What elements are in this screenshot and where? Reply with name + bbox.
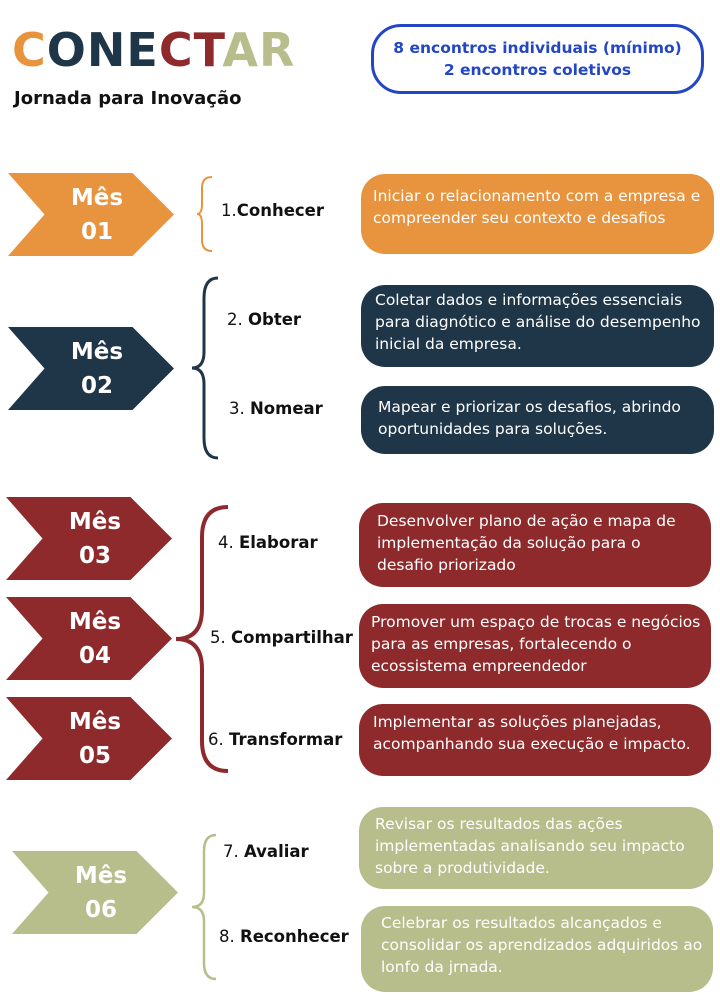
desc-elaborar: Desenvolver plano de ação e mapa de impl… bbox=[359, 503, 711, 587]
step-name: Obter bbox=[248, 310, 302, 329]
step-name: Avaliar bbox=[244, 842, 309, 861]
month-arrow-04: Mês 04 bbox=[6, 597, 172, 680]
step-name: Conhecer bbox=[236, 201, 324, 220]
step-avaliar: 7. Avaliar bbox=[223, 842, 309, 861]
step-number: 5. bbox=[210, 628, 226, 647]
month-label: Mês bbox=[70, 338, 124, 365]
logo-conectar: CONECTAR bbox=[12, 22, 295, 78]
month-number: 04 bbox=[78, 642, 111, 669]
step-number: 7. bbox=[223, 842, 239, 861]
desc-conhecer: Iniciar o relacionamento com a empresa e… bbox=[361, 174, 714, 254]
month-arrow-06: Mês 06 bbox=[12, 851, 178, 934]
badge-line-individual: 8 encontros individuais (mínimo) bbox=[393, 39, 682, 57]
step-name: Transformar bbox=[229, 730, 343, 749]
badge-line-collective: 2 encontros coletivos bbox=[443, 61, 632, 79]
brace-month-01 bbox=[196, 176, 213, 252]
step-number: 4. bbox=[218, 533, 234, 552]
step-name: Reconhecer bbox=[240, 927, 349, 946]
step-name: Elaborar bbox=[239, 533, 318, 552]
step-number: 1. bbox=[221, 201, 237, 220]
desc-nomear: Mapear e priorizar os desafios, abrindo … bbox=[361, 386, 714, 454]
desc-avaliar: Revisar os resultados das ações implemen… bbox=[359, 807, 713, 889]
brace-month-06 bbox=[191, 833, 217, 981]
month-number: 03 bbox=[78, 542, 111, 569]
step-transformar: 6. Transformar bbox=[208, 730, 342, 749]
desc-obter: Coletar dados e informações essenciais p… bbox=[361, 285, 714, 367]
month-arrow-02: Mês 02 bbox=[8, 327, 174, 410]
desc-reconhecer: Celebrar os resultados alcançados e cons… bbox=[361, 906, 713, 992]
step-obter: 2. Obter bbox=[227, 310, 301, 329]
logo-letter: N bbox=[86, 23, 127, 77]
step-number: 2. bbox=[227, 310, 243, 329]
step-compartilhar: 5. Compartilhar bbox=[210, 628, 353, 647]
logo-letter: R bbox=[259, 23, 296, 77]
month-number: 01 bbox=[80, 218, 113, 245]
month-number: 06 bbox=[84, 896, 117, 923]
page-subtitle: Jornada para Inovação bbox=[14, 88, 242, 109]
step-name: Nomear bbox=[250, 399, 323, 418]
month-label: Mês bbox=[70, 184, 124, 211]
month-arrow-05: Mês 05 bbox=[6, 697, 172, 780]
encounters-badge: 8 encontros individuais (mínimo) 2 encon… bbox=[371, 24, 704, 94]
desc-transformar: Implementar as soluções planejadas, acom… bbox=[359, 704, 711, 776]
desc-compartilhar: Promover um espaço de trocas e negócios … bbox=[359, 604, 711, 688]
month-label: Mês bbox=[68, 708, 122, 735]
logo-letter: A bbox=[222, 23, 259, 77]
step-conhecer: 1.Conhecer bbox=[221, 201, 324, 220]
month-arrow-03: Mês 03 bbox=[6, 497, 172, 580]
step-number: 8. bbox=[219, 927, 235, 946]
step-number: 3. bbox=[229, 399, 245, 418]
logo-letter: E bbox=[126, 23, 159, 77]
logo-letter: C bbox=[158, 23, 194, 77]
month-label: Mês bbox=[68, 608, 122, 635]
month-label: Mês bbox=[74, 862, 128, 889]
month-label: Mês bbox=[68, 508, 122, 535]
step-reconhecer: 8. Reconhecer bbox=[219, 927, 349, 946]
step-elaborar: 4. Elaborar bbox=[218, 533, 318, 552]
brace-months-03-05 bbox=[175, 505, 229, 773]
logo-letter: O bbox=[46, 23, 87, 77]
month-arrow-01: Mês 01 bbox=[8, 173, 174, 256]
brace-month-02 bbox=[191, 276, 219, 460]
month-number: 05 bbox=[78, 742, 111, 769]
month-number: 02 bbox=[80, 372, 113, 399]
step-name: Compartilhar bbox=[231, 628, 353, 647]
step-nomear: 3. Nomear bbox=[229, 399, 323, 418]
logo-letter: C bbox=[12, 23, 47, 77]
step-number: 6. bbox=[208, 730, 224, 749]
logo-letter: T bbox=[193, 23, 223, 77]
